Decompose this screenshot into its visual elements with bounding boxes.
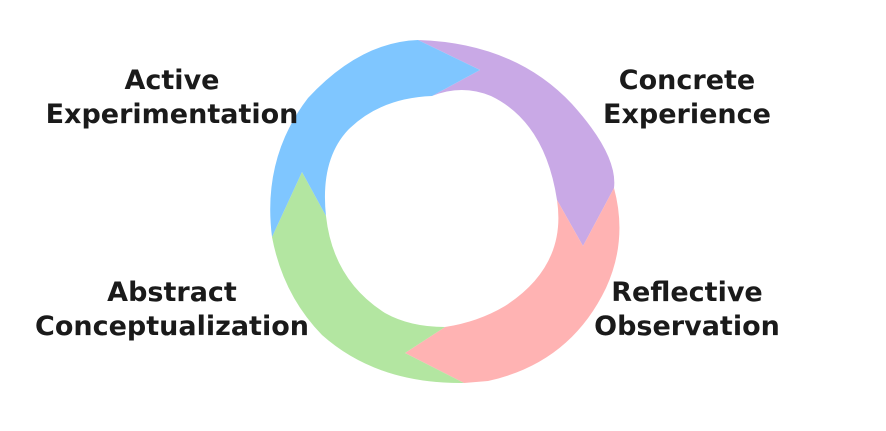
svg-text:Abstract: Abstract xyxy=(107,277,237,308)
label-reflective-observation: Reflective Observation xyxy=(594,277,780,342)
label-abstract-conceptualization: Abstract Conceptualization xyxy=(35,277,309,342)
arrow-concrete-experience xyxy=(418,40,615,246)
label-active-experimentation: Active Experimentation xyxy=(46,65,299,130)
arrow-active-experimentation xyxy=(270,40,480,237)
svg-text:Experience: Experience xyxy=(603,99,771,130)
svg-text:Reflective: Reflective xyxy=(611,277,763,308)
svg-text:Concrete: Concrete xyxy=(619,65,755,96)
arrow-abstract-conceptualization xyxy=(272,172,464,384)
svg-text:Observation: Observation xyxy=(594,311,780,342)
arrow-reflective-observation xyxy=(405,188,620,383)
svg-text:Experimentation: Experimentation xyxy=(46,99,299,130)
label-concrete-experience: Concrete Experience xyxy=(603,65,771,130)
svg-text:Conceptualization: Conceptualization xyxy=(35,311,309,342)
svg-text:Active: Active xyxy=(125,65,220,96)
